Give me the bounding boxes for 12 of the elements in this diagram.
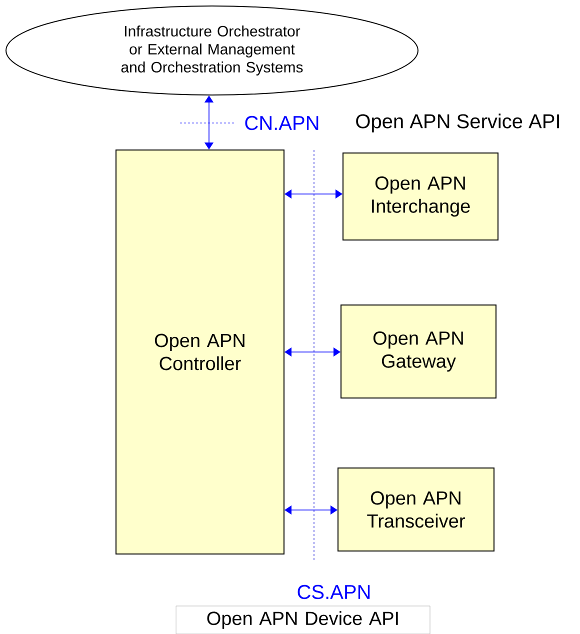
component-box: Open APN Interchange — [342, 152, 498, 240]
controller-box: Open APN Controller — [116, 150, 284, 554]
arrow — [284, 505, 338, 515]
arrow — [204, 96, 214, 150]
arrow — [284, 189, 342, 199]
api-label: Open APN Service API — [356, 114, 559, 132]
arrow — [284, 347, 340, 357]
api-box: Open APN Device API — [176, 606, 430, 634]
component-box: Open APN Gateway — [340, 304, 496, 398]
cs-label: CS.APN — [298, 584, 370, 600]
cn-label: CN.APN — [245, 116, 318, 130]
component-box: Open APN Transceiver — [338, 468, 494, 552]
